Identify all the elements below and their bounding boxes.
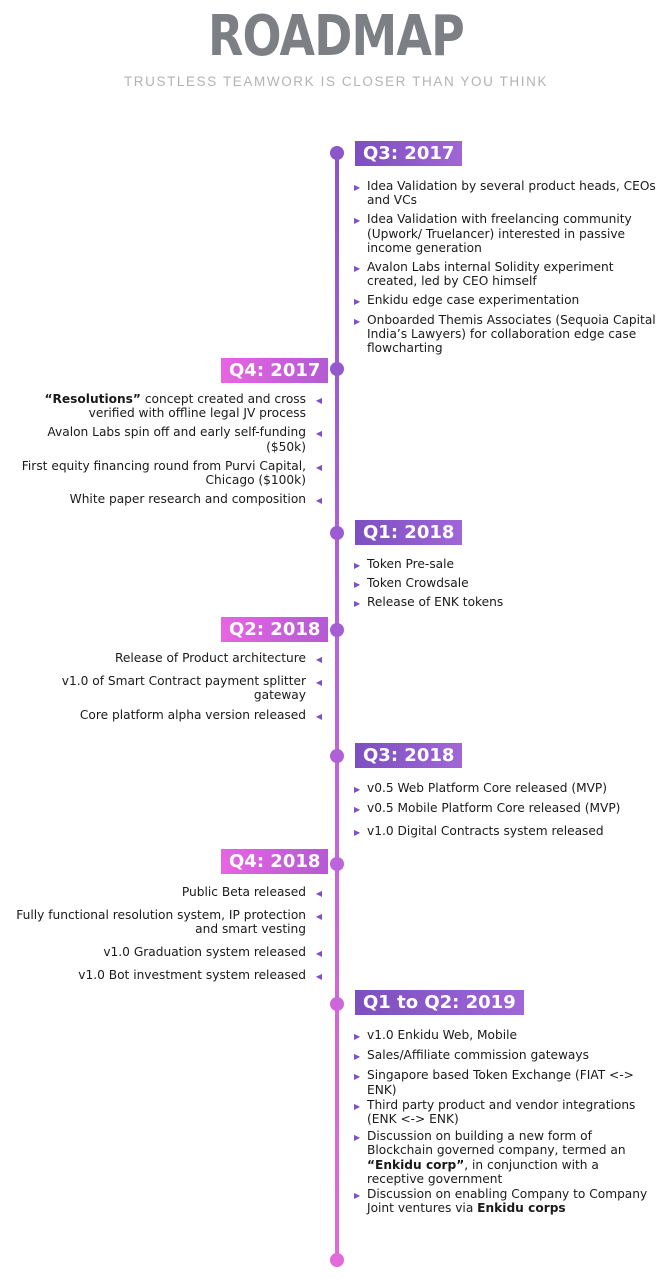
- list-item: v1.0 Bot investment system released◀: [6, 968, 322, 982]
- list-item: ▶Idea Validation with freelancing commun…: [354, 212, 632, 255]
- timeline-dot: [330, 146, 344, 160]
- bullet-arrow-icon: ▶: [354, 216, 361, 226]
- list-item: ▶v1.0 Enkidu Web, Mobile: [354, 1028, 657, 1042]
- list-item: v1.0 Graduation system released◀: [6, 945, 322, 959]
- bullet-arrow-icon: ▶: [354, 599, 361, 609]
- bullet-arrow-icon: ◀: [315, 889, 322, 898]
- bullet-arrow-icon: ▶: [354, 316, 361, 326]
- milestone-items: ▶Token Pre-sale ▶Token Crowdsale ▶Releas…: [354, 557, 657, 615]
- list-item: ▶Token Crowdsale: [354, 576, 657, 590]
- milestone-label: Q2: 2018: [221, 617, 329, 642]
- bullet-arrow-icon: ▶: [354, 1191, 361, 1201]
- milestone-label: Q3: 2018: [355, 743, 463, 768]
- list-item: ▶Third party product and vendor integrat…: [354, 1097, 636, 1127]
- milestone-label: Q1: 2018: [355, 520, 463, 545]
- list-item: ▶Release of ENK tokens: [354, 595, 657, 609]
- bullet-arrow-icon: ▶: [354, 828, 361, 838]
- list-item: White paper research and composition◀: [6, 492, 322, 506]
- milestone-items: ▶v0.5 Web Platform Core released (MVP) ▶…: [354, 781, 657, 844]
- bullet-arrow-icon: ◀: [315, 496, 322, 506]
- bullet-arrow-icon: ▶: [354, 580, 361, 590]
- list-item: First equity financing round from Purvi …: [21, 458, 322, 488]
- page-title: ROADMAP: [208, 4, 465, 69]
- bullet-arrow-icon: ▶: [354, 1072, 361, 1082]
- milestone-label: Q1 to Q2: 2019: [355, 990, 524, 1015]
- list-item: ▶Token Pre-sale: [354, 557, 657, 571]
- bullet-arrow-icon: ▶: [354, 1133, 361, 1143]
- timeline-end-dot: [330, 1253, 344, 1267]
- list-item: Release of Product architecture◀: [6, 651, 322, 665]
- bullet-arrow-icon: ▶: [354, 1032, 361, 1041]
- milestone-label: Q4: 2018: [221, 849, 329, 874]
- page-subtitle: TRUSTLESS TEAMWORK IS CLOSER THAN YOU TH…: [123, 74, 549, 89]
- timeline-line: [335, 153, 339, 1260]
- bullet-arrow-icon: ▶: [354, 1101, 361, 1111]
- timeline-dot: [330, 749, 344, 763]
- timeline-dot: [330, 857, 344, 871]
- bullet-arrow-icon: ▶: [354, 561, 361, 570]
- bullet-arrow-icon: ◀: [315, 678, 322, 688]
- timeline-dot: [330, 997, 344, 1011]
- bullet-arrow-icon: ◀: [315, 948, 322, 958]
- milestone-items: “Resolutions” concept created and cross …: [6, 392, 322, 511]
- bullet-arrow-icon: ▶: [354, 264, 361, 274]
- list-item: “Resolutions” concept created and cross …: [44, 392, 322, 421]
- list-item: ▶Idea Validation by several product head…: [354, 179, 656, 208]
- list-item: Fully functional resolution system, IP p…: [16, 908, 322, 937]
- list-item: ▶v0.5 Mobile Platform Core released (MVP…: [354, 801, 657, 815]
- list-item: v1.0 of Smart Contract payment splitter …: [61, 674, 322, 703]
- milestone-label: Q3: 2017: [355, 141, 463, 166]
- timeline-dot: [330, 526, 344, 540]
- list-item: ▶Sales/Affiliate commission gateways: [354, 1048, 657, 1062]
- list-item: Avalon Labs spin off and early self-fund…: [47, 425, 322, 454]
- list-item: ▶Avalon Labs internal Solidity experimen…: [354, 260, 614, 289]
- bullet-arrow-icon: ◀: [315, 971, 322, 981]
- list-item: ▶Discussion on building a new form of Bl…: [354, 1129, 626, 1186]
- bullet-arrow-icon: ▶: [354, 805, 361, 815]
- bullet-arrow-icon: ▶: [354, 785, 361, 794]
- list-item: Public Beta released◀: [6, 885, 322, 899]
- timeline-dot: [330, 623, 344, 637]
- bullet-arrow-icon: ◀: [315, 396, 322, 405]
- bullet-arrow-icon: ◀: [315, 462, 322, 472]
- bullet-arrow-icon: ◀: [315, 912, 322, 922]
- bullet-arrow-icon: ◀: [315, 655, 322, 664]
- bullet-arrow-icon: ▶: [354, 1052, 361, 1062]
- milestone-items: Public Beta released◀ Fully functional r…: [6, 885, 322, 987]
- bullet-arrow-icon: ◀: [315, 429, 322, 439]
- timeline-dot: [330, 362, 344, 376]
- bullet-arrow-icon: ▶: [354, 183, 361, 192]
- list-item: ▶Discussion on enabling Company to Compa…: [354, 1187, 648, 1216]
- list-item: ▶Enkidu edge case experimentation: [354, 293, 657, 307]
- list-item: ▶v0.5 Web Platform Core released (MVP): [354, 781, 657, 795]
- list-item: ▶v1.0 Digital Contracts system released: [354, 824, 657, 838]
- bullet-arrow-icon: ▶: [354, 297, 361, 307]
- list-item: ▶Singapore based Token Exchange (FIAT <-…: [354, 1068, 634, 1097]
- bullet-arrow-icon: ◀: [315, 711, 322, 721]
- milestone-label: Q4: 2017: [221, 358, 329, 383]
- milestone-items: Release of Product architecture◀ v1.0 of…: [6, 651, 322, 727]
- milestone-items: ▶v1.0 Enkidu Web, Mobile ▶Sales/Affiliat…: [354, 1028, 657, 1220]
- list-item: ▶Onboarded Themis Associates (Sequoia Ca…: [354, 312, 656, 356]
- milestone-items: ▶Idea Validation by several product head…: [354, 179, 657, 360]
- list-item: Core platform alpha version released◀: [6, 708, 322, 722]
